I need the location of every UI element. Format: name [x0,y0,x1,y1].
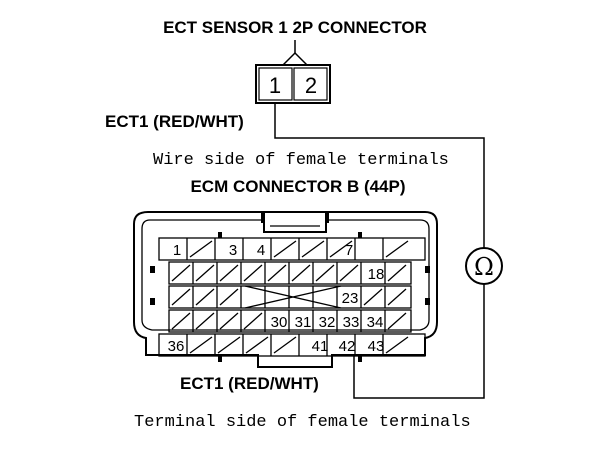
ecm-pin-4: 4 [257,242,265,259]
tick-bottom-left [218,356,222,362]
row4-frame [168,309,412,333]
wire-side-label: Wire side of female terminals [153,151,449,170]
ect-sensor-title: ECT SENSOR 1 2P CONNECTOR [163,18,427,37]
latch-right-1 [425,266,430,273]
sensor-pin-2: 2 [305,73,317,98]
ect-sensor-connector: 1 2 [255,40,331,104]
ecm-pin-31: 31 [295,314,312,331]
ecm-pin-43: 43 [368,338,385,355]
tick-top-left [218,232,222,238]
sensor-key-mark [282,51,308,66]
test-leads [274,103,485,399]
sensor-housing [255,64,331,104]
ecm-pin-1: 1 [173,242,181,259]
sensor-pin-1: 1 [269,73,281,98]
blank-cavity-marks [171,240,409,354]
ecm-pin-34: 34 [367,314,384,331]
ecm-pin-3: 3 [229,242,237,259]
ecm-pin-33: 33 [343,314,360,331]
sensor-cavity-2 [293,67,328,101]
row2-frame [168,261,412,285]
cavity-dividers [186,238,386,356]
ecm-housing-inner [141,219,430,331]
tick-bottom-right [358,356,362,362]
ohm-symbol-icon: Ω [474,253,494,281]
latch-right-2 [425,298,430,305]
sensor-cavity-1 [258,67,293,101]
ecm-cavity-grid [158,237,426,357]
row3-cross [244,285,342,309]
lead-meter-to-ecm [353,284,485,399]
ohmmeter: Ω [465,247,503,285]
latch-left-1 [150,266,155,273]
ect1-bottom-label: ECT1 (RED/WHT) [180,374,319,393]
ecm-pin-7: 7 [345,242,353,259]
ect1-top-label: ECT1 (RED/WHT) [105,112,244,131]
ecm-lock-tab [263,211,327,233]
ecm-connector-title: ECM CONNECTOR B (44P) [190,177,405,196]
row5-frame [158,333,426,357]
row3-frame [168,285,412,309]
ohmmeter-circle [465,247,503,285]
ecm-pin-30: 30 [271,314,288,331]
ecm-pin-42: 42 [339,338,356,355]
ecm-pin-32: 32 [319,314,336,331]
lead-sensor-to-meter [274,103,485,248]
ecm-pin-36: 36 [168,338,185,355]
ecm-pin-41: 41 [312,338,329,355]
ecm-connector-b: 1 3 4 7 18 23 30 31 32 33 34 36 41 42 43 [133,211,438,368]
latch-left-2 [150,298,155,305]
ecm-pin-labels: 1 3 4 7 18 23 30 31 32 33 34 36 41 42 43 [168,242,385,355]
ecm-pin-23: 23 [342,290,359,307]
ecm-pin-18: 18 [368,266,385,283]
row1-frame [158,237,426,261]
terminal-side-label: Terminal side of female terminals [134,413,471,432]
tick-top-right [358,232,362,238]
